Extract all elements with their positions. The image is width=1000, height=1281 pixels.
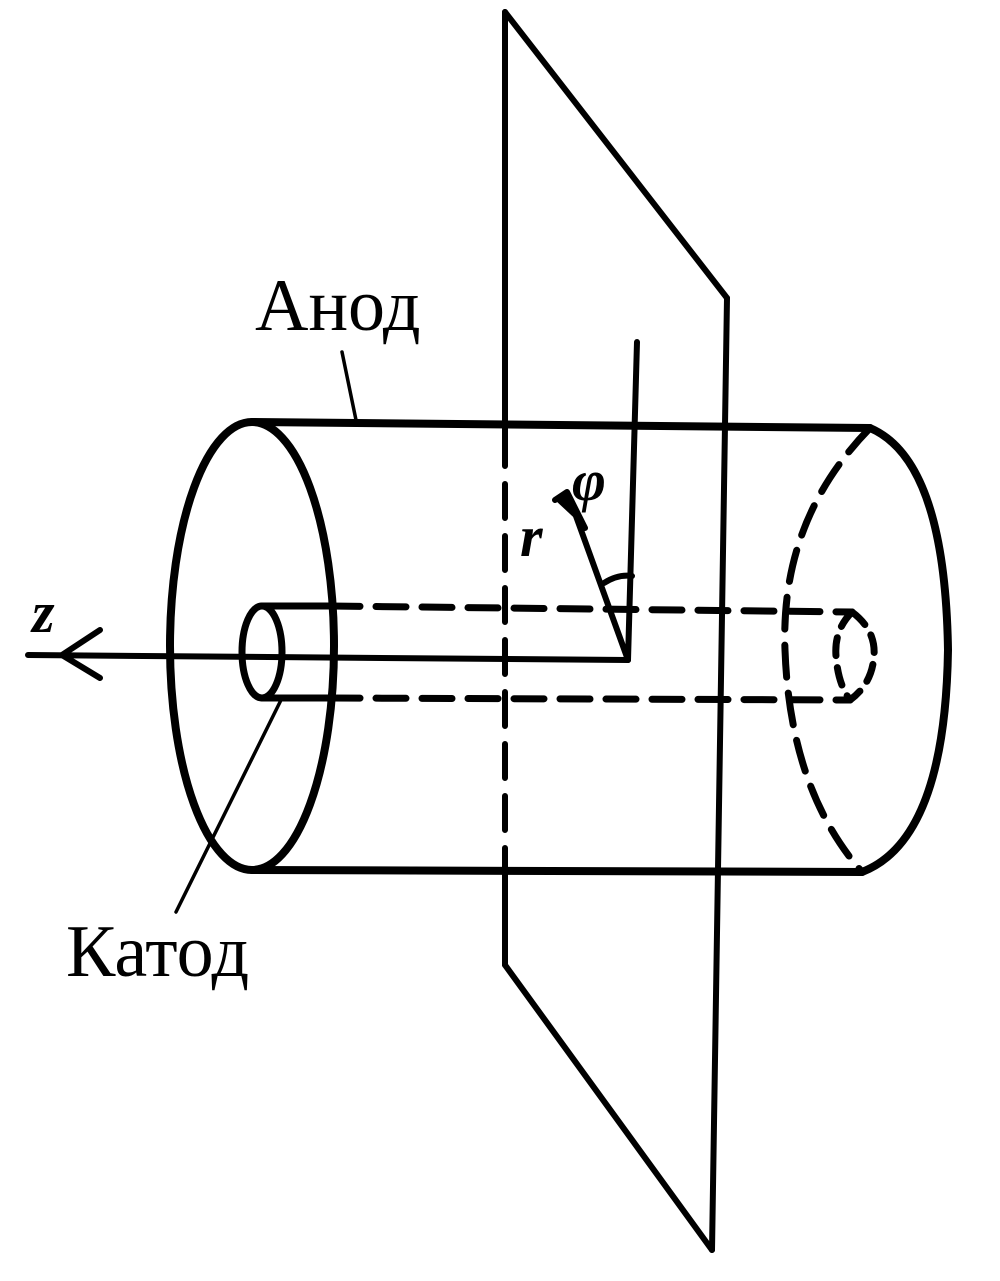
- cathode-back-end-hidden: [846, 608, 878, 704]
- anode-back-end-hidden: [781, 424, 874, 876]
- cathode-leader: [174, 696, 284, 914]
- radius-arrowhead: [552, 489, 588, 531]
- reference-plane: [502, 9, 730, 1253]
- cathode-back-end-hidden-inner: [832, 608, 856, 704]
- anode-cylinder: [166, 418, 952, 876]
- anode-bottom-edge: [248, 866, 866, 876]
- cathode-label: Катод: [66, 911, 249, 993]
- anode-label: Анод: [255, 265, 421, 347]
- anode-front-end: [166, 418, 338, 874]
- plane-edge-bottom: [502, 962, 715, 1253]
- plane-edge-top: [502, 9, 730, 301]
- cathode-bottom-hidden: [326, 694, 854, 704]
- cathode-top-hidden: [326, 602, 856, 616]
- leader-lines: [174, 350, 358, 914]
- radius-label: r: [520, 504, 543, 569]
- coordinate-marks: [552, 339, 640, 663]
- anode-leader: [340, 350, 358, 422]
- cathode-cylinder: [238, 602, 878, 704]
- z-axis-arrowhead: [59, 627, 103, 681]
- anode-top-edge: [248, 418, 874, 432]
- radius-vector: [569, 502, 631, 663]
- anode-back-end-visible: [858, 424, 952, 876]
- z-axis-line: [25, 652, 631, 663]
- z-axis: [25, 627, 631, 681]
- plane-edge-right: [709, 295, 730, 1253]
- angle-arc: [601, 572, 635, 586]
- angle-label: φ: [572, 448, 606, 513]
- z-axis-label: z: [30, 580, 55, 645]
- cathode-front-end: [238, 602, 286, 702]
- vertical-reference-line: [625, 339, 640, 663]
